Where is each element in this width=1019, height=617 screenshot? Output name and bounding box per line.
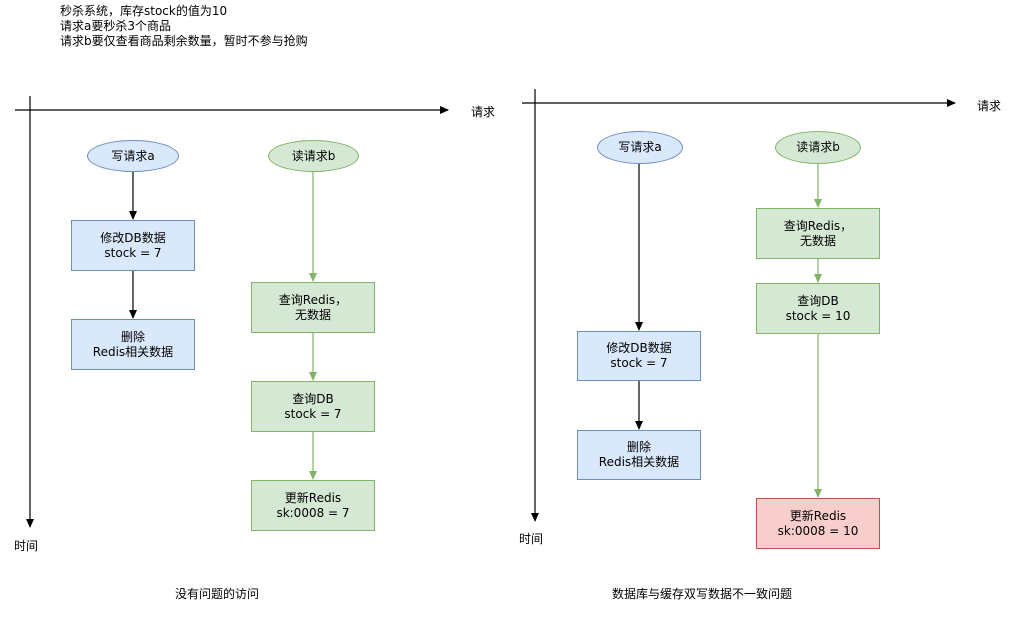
right-update-db-node: 修改DB数据 stock = 7	[577, 331, 701, 381]
right-delete-redis-node: 删除 Redis相关数据	[577, 430, 701, 480]
left-y-axis-label: 时间	[14, 539, 39, 553]
right-read-request-node: 读请求b	[775, 131, 861, 164]
note-line-3: 请求b要仅查看商品剩余数量，暂时不参与抢购	[60, 34, 308, 48]
right-query-redis-node: 查询Redis， 无数据	[756, 208, 880, 259]
left-delete-redis-node: 删除 Redis相关数据	[71, 319, 195, 370]
right-y-axis-label: 时间	[519, 532, 544, 546]
left-query-db-node: 查询DB stock = 7	[251, 381, 375, 432]
left-update-db-node: 修改DB数据 stock = 7	[71, 220, 195, 271]
right-update-redis-node: 更新Redis sk:0008 = 10	[756, 498, 880, 549]
left-read-request-node: 读请求b	[268, 140, 359, 172]
left-query-redis-node: 查询Redis， 无数据	[251, 282, 375, 333]
right-caption: 数据库与缓存双写数据不一致问题	[612, 587, 793, 601]
right-write-request-node: 写请求a	[597, 131, 683, 164]
left-update-redis-node: 更新Redis sk:0008 = 7	[251, 480, 375, 531]
note-line-2: 请求a要秒杀3个商品	[60, 19, 171, 33]
left-write-request-node: 写请求a	[87, 140, 179, 172]
right-x-axis-label: 请求	[977, 99, 1002, 113]
right-query-db-node: 查询DB stock = 10	[756, 283, 880, 334]
note-line-1: 秒杀系统，库存stock的值为10	[60, 4, 228, 18]
left-caption: 没有问题的访问	[175, 587, 260, 601]
left-x-axis-label: 请求	[471, 105, 496, 119]
